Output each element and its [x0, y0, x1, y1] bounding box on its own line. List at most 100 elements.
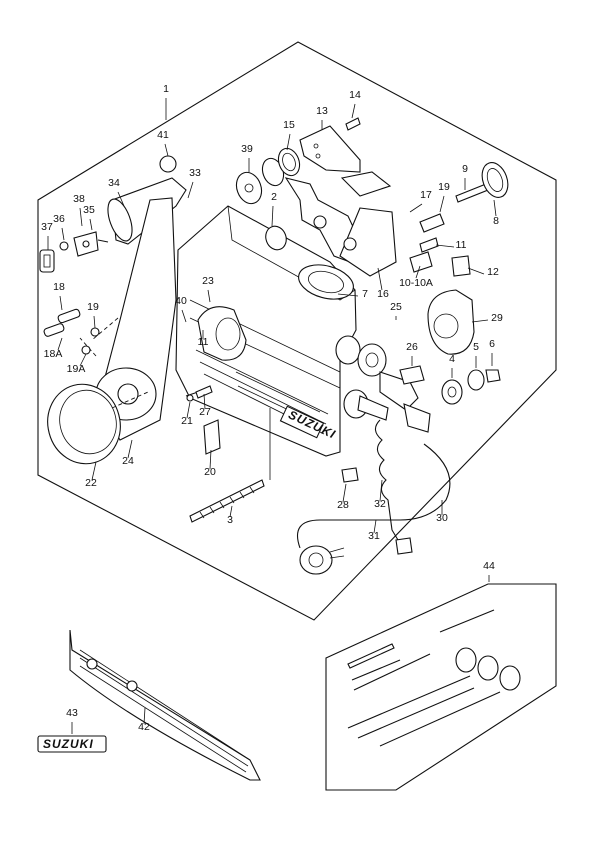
callout-label-c23: 23 [202, 275, 214, 287]
callout-label-c33: 33 [189, 167, 201, 179]
callout-label-c14: 14 [349, 89, 361, 101]
kit-parts [347, 609, 521, 747]
callout-leader-c33 [187, 181, 194, 199]
callout-label-c17: 17 [420, 189, 432, 201]
callout-leader-c41 [164, 143, 169, 157]
callout-label-c13: 13 [316, 105, 328, 117]
callout-leader-c28 [342, 483, 347, 503]
callout-label-c15: 15 [283, 119, 295, 131]
callout-label-c18a: 18A [44, 348, 63, 360]
callout-label-c34: 34 [108, 177, 120, 189]
callout-leader-c19b [93, 315, 96, 329]
callout-leader-c38 [79, 207, 83, 227]
callout-leader-c40 [181, 309, 187, 323]
callout-leader-c18 [59, 295, 63, 311]
callout-leader-c21 [186, 401, 191, 419]
long-bolt [189, 408, 271, 523]
callout-label-c1010a: 10-10A [399, 277, 433, 289]
callout-label-c19a2: 19A [67, 363, 86, 375]
bracket-parts [185, 306, 247, 455]
callout-label-c29: 29 [491, 312, 503, 324]
callout-leader-c15 [286, 133, 291, 151]
callout-label-c19b: 19 [87, 301, 99, 313]
cover-cap [47, 383, 149, 465]
callout-label-c7: 7 [362, 288, 368, 300]
callout-leader-c16 [377, 267, 383, 291]
control-lever [79, 177, 187, 441]
callout-label-c43: 43 [66, 707, 78, 719]
callout-leader-c22 [91, 461, 97, 481]
shift-cam [284, 177, 397, 300]
callout-label-c32: 32 [374, 498, 386, 510]
callout-label-c2: 2 [271, 191, 277, 203]
assembly-frame [37, 41, 557, 621]
callout-leader-c34 [117, 191, 125, 207]
logo-text: SUZUKI [43, 737, 94, 751]
callout-label-c3: 3 [227, 514, 233, 526]
callout-leader-c8 [493, 199, 497, 217]
callout-label-c9: 9 [462, 163, 468, 175]
callout-label-c16: 16 [377, 288, 389, 300]
callout-label-c20: 20 [204, 466, 216, 478]
callout-label-c1: 1 [163, 83, 169, 95]
callout-label-c31: 31 [368, 530, 380, 542]
callout-label-c6: 6 [489, 338, 495, 350]
callout-leader-c36 [61, 227, 65, 241]
callout-label-c38: 38 [73, 193, 85, 205]
callout-label-c24: 24 [122, 455, 134, 467]
callout-label-c25: 25 [390, 301, 402, 313]
callout-label-c39: 39 [241, 143, 253, 155]
suzuki-logo-decal: SUZUKI [37, 735, 107, 753]
right-small-parts [409, 162, 509, 355]
callout-label-c11b: 11 [198, 336, 209, 348]
callout-leader-c18a [57, 337, 63, 351]
callout-label-c19a: 19 [438, 181, 450, 193]
callout-leader-c27 [203, 393, 206, 410]
callout-leader-c2 [271, 205, 274, 227]
callout-leader-c32 [379, 479, 383, 502]
callout-leader-c35 [89, 218, 93, 231]
callout-label-c28: 28 [337, 499, 349, 511]
callout-leader-c7 [337, 293, 359, 297]
friction-parts [159, 147, 301, 251]
callout-label-c44: 44 [483, 560, 495, 572]
callout-label-c21: 21 [181, 415, 193, 427]
callout-label-c5: 5 [473, 341, 479, 353]
callout-label-c30: 30 [436, 512, 448, 524]
callout-leader-c24 [127, 439, 133, 459]
callout-leader-c20 [209, 449, 212, 470]
callout-label-c26: 26 [406, 341, 418, 353]
callout-label-c12: 12 [487, 266, 499, 278]
neutral-switch-parts [39, 231, 109, 273]
callout-leader-c19a2 [79, 353, 87, 367]
washers [441, 369, 501, 405]
pin-parts-left [43, 308, 100, 355]
callout-leader-c42 [143, 707, 146, 725]
callout-leader-c12 [467, 267, 485, 275]
callout-label-c37: 37 [41, 221, 53, 233]
kit-frame [325, 583, 557, 791]
callout-leader-c29 [471, 319, 489, 323]
decal-strip [69, 629, 261, 781]
callout-leader-c1010a [415, 265, 421, 279]
callout-leader-c19a [439, 195, 445, 213]
callout-layer: 141391513149191783433238363537111210-10A… [41, 83, 503, 734]
callout-label-c42: 42 [138, 721, 150, 733]
callout-label-c4: 4 [449, 353, 455, 365]
callout-leader-c31 [373, 519, 377, 534]
callout-leader-c3 [229, 505, 233, 518]
callout-label-c27: 27 [199, 406, 211, 418]
callout-leader-c14 [351, 103, 356, 119]
throttle-arm [299, 117, 392, 197]
callout-label-c18: 18 [53, 281, 65, 293]
callout-label-c22: 22 [85, 477, 97, 489]
stop-switch [296, 389, 451, 575]
callout-label-c35: 35 [83, 204, 95, 216]
callout-leader-c23 [207, 289, 211, 303]
callout-leader-c11a [435, 244, 455, 248]
callout-label-c8: 8 [493, 215, 499, 227]
callout-label-c36: 36 [53, 213, 65, 225]
callout-label-c11a: 11 [456, 239, 467, 251]
callout-leader-c17 [409, 203, 423, 213]
callout-label-c40: 40 [175, 295, 187, 307]
